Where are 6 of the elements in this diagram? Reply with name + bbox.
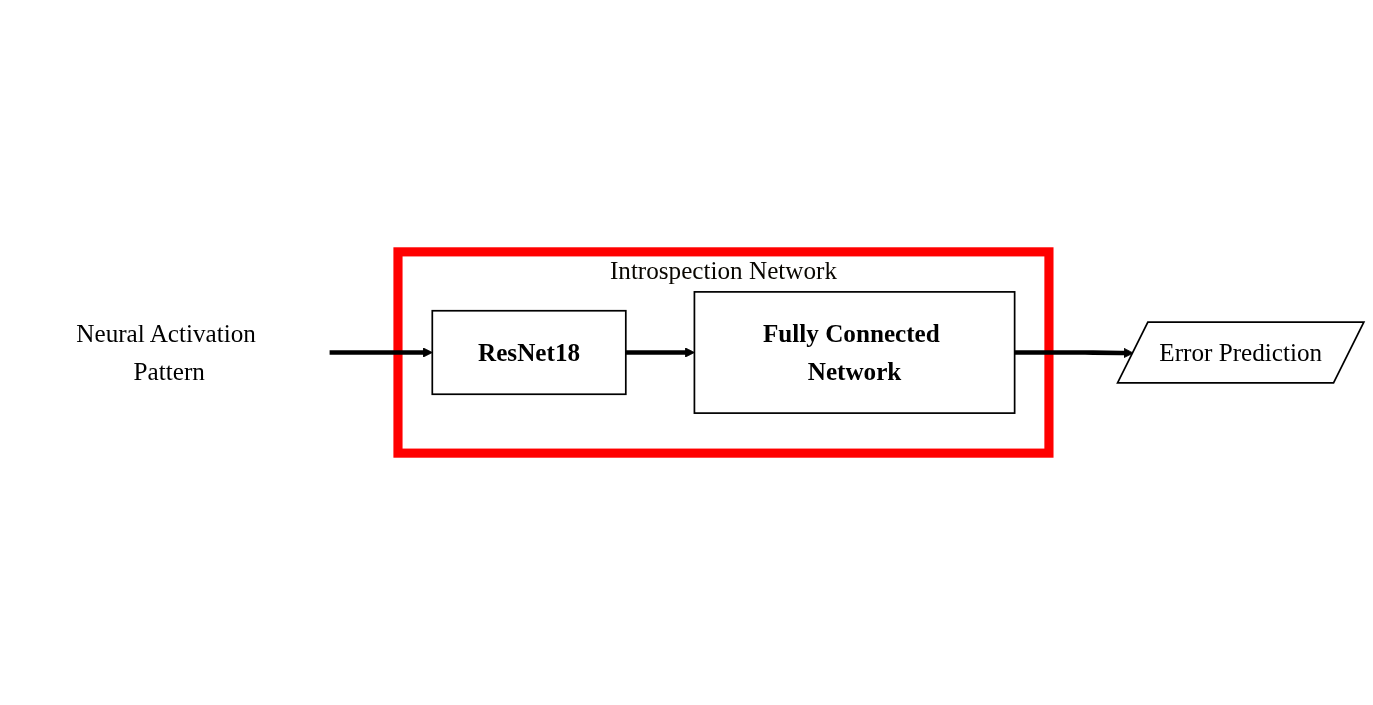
arrow <box>1014 347 1134 358</box>
arrow <box>625 347 695 358</box>
node-box: ResNet18 <box>431 309 627 396</box>
arrow <box>329 347 433 358</box>
node-text: Neural Activation Pattern <box>76 319 256 386</box>
node-box: Fully Connected Network <box>693 291 1016 414</box>
